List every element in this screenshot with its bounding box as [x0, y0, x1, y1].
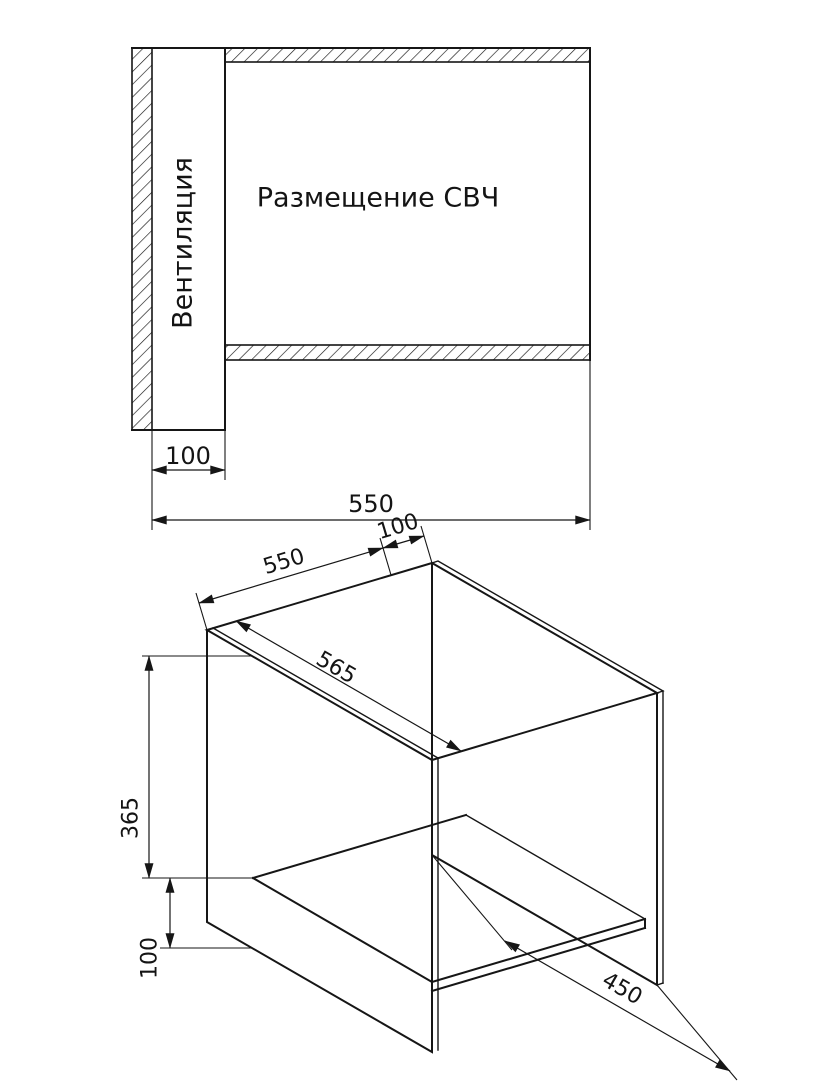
right-panel-inner-outline: [431, 562, 658, 987]
placement-label: Размещение СВЧ: [257, 183, 500, 214]
top-view-dimensions: 100 550: [151, 360, 591, 530]
iso-view: 550 100 565 365 100 450: [119, 509, 738, 1081]
dimension-line-shelf-depth: [504, 940, 731, 1072]
iso-dimensions: 550 100 565 365 100 450: [119, 509, 738, 1081]
shelf-left-edge: [251, 876, 434, 984]
left-panel-outline: [206, 629, 433, 1054]
dim-bottom-gap: 100: [138, 937, 163, 979]
dimension-line-width: [198, 547, 384, 604]
shelf-edges: [251, 813, 647, 993]
dim-width: 550: [260, 544, 307, 580]
dimension-line-vent-gap: [382, 535, 425, 549]
ventilation-label: Вентиляция: [168, 157, 199, 329]
right-panel-top-edge: [431, 560, 665, 694]
bottom-panel-hatch: [224, 344, 591, 361]
dim-total-width: 550: [348, 490, 394, 518]
extension-line: [379, 537, 392, 576]
dimension-line-depth: [235, 620, 462, 752]
top-panel-hatch: [224, 47, 591, 63]
dim-vent-width: 100: [165, 442, 211, 470]
shelf-back-edge: [251, 813, 468, 880]
shelf-right-edge: [465, 814, 646, 920]
top-view-outline: [131, 47, 591, 431]
dim-depth: 565: [312, 647, 361, 690]
extension-line: [656, 984, 738, 1081]
extension-line: [431, 854, 513, 951]
left-wall-hatch: [131, 47, 153, 431]
dim-niche-height: 365: [119, 797, 144, 839]
extension-line: [420, 525, 433, 564]
cabinet-edges: [204, 560, 665, 1054]
extension-line: [195, 592, 208, 631]
top-view: Вентиляция Размещение СВЧ 100 550: [131, 47, 591, 530]
